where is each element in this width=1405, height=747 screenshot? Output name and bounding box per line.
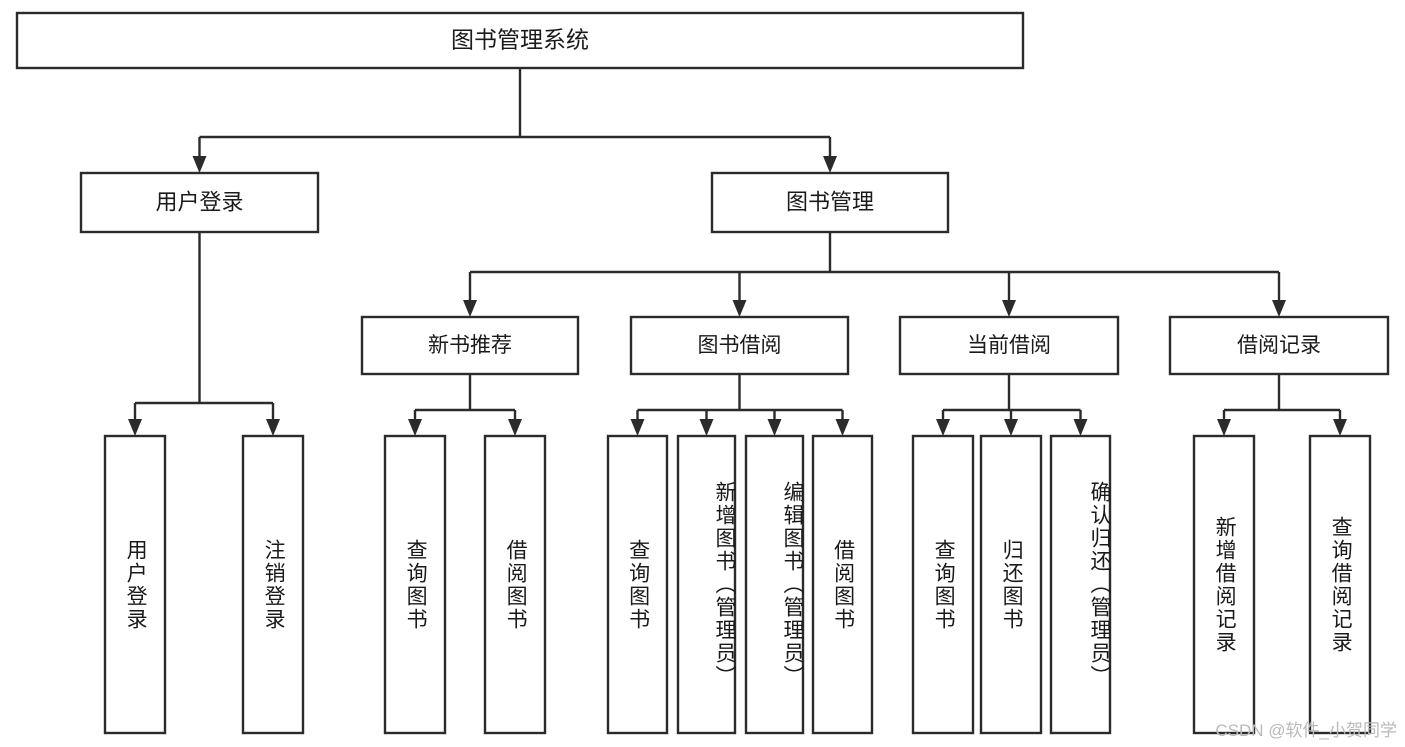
- node-level3-0[interactable]: 新书推荐: [360, 315, 580, 376]
- arrow-down-icon: [463, 300, 477, 317]
- node-leaf-7[interactable]: [811, 434, 874, 735]
- arrow-down-icon: [1004, 419, 1018, 436]
- node-leaf-1[interactable]: [241, 434, 305, 735]
- arrow-down-icon: [1217, 419, 1231, 436]
- node-level2-0-label: 用户登录: [155, 189, 243, 214]
- node-level3-0-rect: [360, 315, 580, 376]
- node-leaf-10-rect: [1049, 434, 1112, 735]
- node-level3-1-label: 图书借阅: [698, 334, 782, 357]
- node-leaf-12[interactable]: [1308, 434, 1372, 735]
- node-leaf-0[interactable]: [103, 434, 167, 735]
- node-leaf-3-rect: [483, 434, 547, 735]
- node-leaf-2[interactable]: [383, 434, 447, 735]
- node-level3-3-label: 借阅记录: [1237, 334, 1321, 357]
- arrow-down-icon: [508, 419, 522, 436]
- node-leaf-11-rect: [1192, 434, 1256, 735]
- node-leaf-4[interactable]: [606, 434, 669, 735]
- arrow-down-icon: [408, 419, 422, 436]
- node-level3-2-rect: [898, 315, 1120, 376]
- arrow-down-icon: [1073, 419, 1088, 436]
- node-root-rect: [15, 11, 1025, 70]
- node-level2-0-rect: [79, 171, 320, 234]
- node-root-label: 图书管理系统: [451, 27, 589, 53]
- node-leaf-2-rect: [383, 434, 447, 735]
- node-leaf-1-rect: [241, 434, 305, 735]
- node-leaf-0-rect: [103, 434, 167, 735]
- node-leaf-6-rect: [744, 434, 805, 735]
- node-level3-1[interactable]: 图书借阅: [629, 315, 850, 376]
- node-level2-0[interactable]: 用户登录: [79, 171, 320, 234]
- node-leaf-3[interactable]: [483, 434, 547, 735]
- watermark-text: CSDN @软件_小贺同学: [1215, 721, 1397, 740]
- arrow-down-icon: [128, 419, 142, 436]
- node-leaf-4-rect: [606, 434, 669, 735]
- node-level3-3[interactable]: 借阅记录: [1168, 315, 1390, 376]
- node-leaf-7-rect: [811, 434, 874, 735]
- node-leaf-11[interactable]: [1192, 434, 1256, 735]
- arrow-down-icon: [835, 419, 850, 436]
- arrow-down-icon: [630, 419, 645, 436]
- arrow-down-icon: [823, 156, 837, 173]
- node-level2-1-label: 图书管理: [786, 189, 874, 214]
- node-leaf-12-rect: [1308, 434, 1372, 735]
- node-leaf-9-rect: [979, 434, 1043, 735]
- arrow-down-icon: [1272, 300, 1286, 317]
- arrow-down-icon: [266, 419, 280, 436]
- node-leaf-5[interactable]: [676, 434, 737, 735]
- arrow-down-icon: [1333, 419, 1347, 436]
- arrow-down-icon: [192, 156, 207, 173]
- node-leaf-10[interactable]: [1049, 434, 1112, 735]
- node-level3-2-label: 当前借阅: [967, 334, 1051, 357]
- node-leaf-8-rect: [911, 434, 975, 735]
- arrow-down-icon: [936, 419, 950, 436]
- node-level3-0-label: 新书推荐: [428, 334, 512, 357]
- node-leaf-6[interactable]: [744, 434, 805, 735]
- node-leaf-9[interactable]: [979, 434, 1043, 735]
- arrow-down-icon: [732, 300, 747, 317]
- node-level2-1[interactable]: 图书管理: [710, 171, 950, 234]
- node-leaf-8[interactable]: [911, 434, 975, 735]
- node-root[interactable]: 图书管理系统: [15, 11, 1025, 70]
- arrow-down-icon: [767, 419, 782, 436]
- arrow-down-icon: [1002, 300, 1016, 317]
- arrow-down-icon: [699, 419, 714, 436]
- node-level3-2[interactable]: 当前借阅: [898, 315, 1120, 376]
- node-leaf-5-rect: [676, 434, 737, 735]
